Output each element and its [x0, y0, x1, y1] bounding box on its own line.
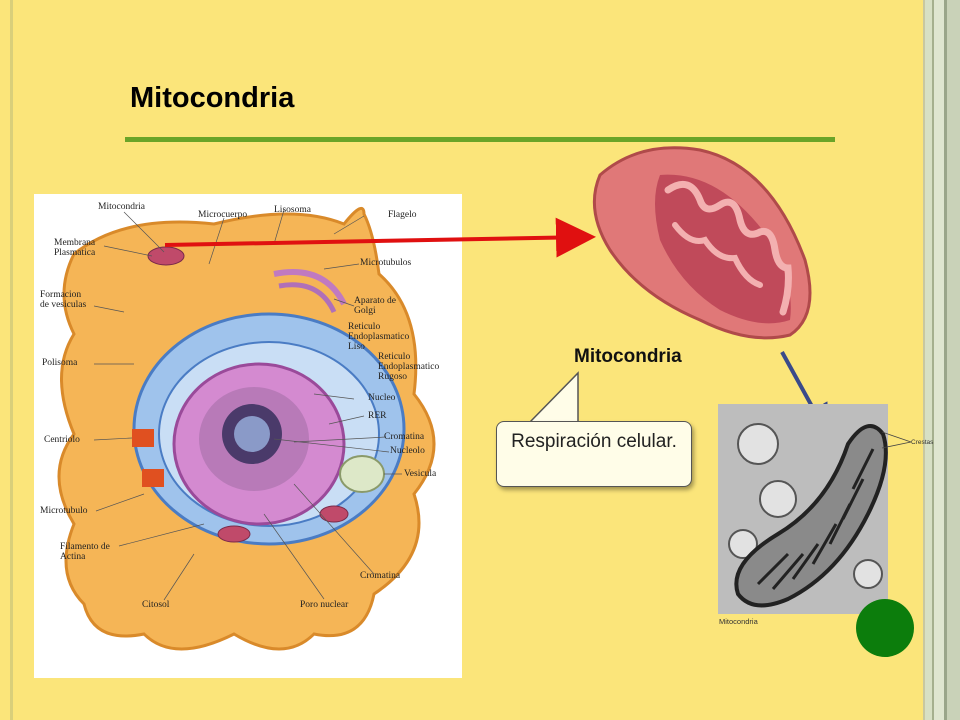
- label-mitocondria: Mitocondria: [98, 202, 145, 212]
- label-microtubulos: Microtubulos: [360, 258, 412, 268]
- label-microcuerpo: Microcuerpo: [198, 210, 248, 220]
- cell-diagram: Mitocondria Microcuerpo Lisosoma Flagelo…: [34, 194, 462, 678]
- micrograph-illustration: [718, 404, 888, 614]
- label-rer-long: Reticulo Endoplasmatico Rugoso: [378, 352, 440, 382]
- label-cromatina-2: Cromatina: [360, 571, 401, 581]
- label-polisoma: Polisoma: [42, 358, 78, 368]
- mitochondrion-3d-illustration: [592, 146, 812, 340]
- slide-title: Mitocondria: [130, 82, 295, 114]
- mitochondria-caption: Mitocondria: [574, 346, 682, 367]
- label-lisosoma: Lisosoma: [274, 205, 311, 215]
- slide-right-border: [920, 0, 960, 720]
- label-poro-nuclear: Poro nuclear: [300, 600, 349, 610]
- micrograph-caption: Mitocondria: [719, 617, 758, 626]
- label-cromatina-1: Cromatina: [384, 432, 425, 442]
- pointer-arrow-red: [164, 217, 596, 258]
- label-nucleo: Nucleo: [368, 393, 396, 403]
- label-rel: Reticulo Endoplasmatico Liso: [348, 322, 410, 352]
- label-rer: RER: [368, 411, 387, 421]
- label-crestas: Crestas: [911, 439, 934, 446]
- label-microtubulo: Microtubulo: [40, 506, 88, 516]
- label-nucleolo: Nucleolo: [390, 446, 425, 456]
- callout-respiration: Respiración celular.: [496, 421, 692, 487]
- green-circle-decoration: [856, 599, 914, 657]
- slide-left-border: [10, 0, 13, 720]
- label-flagelo: Flagelo: [388, 210, 417, 220]
- label-membrana: Membrana Plasmatica: [54, 238, 96, 258]
- electron-micrograph: [718, 404, 888, 614]
- label-filamento: Filamento de Actina: [60, 542, 110, 562]
- label-formacion: Formacion de vesiculas: [40, 290, 87, 310]
- cell-illustration: [57, 206, 436, 651]
- label-vesicula: Vesicula: [404, 469, 437, 479]
- label-golgi: Aparato de Golgi: [354, 296, 396, 316]
- label-centriolo: Centriolo: [44, 435, 80, 445]
- label-citosol: Citosol: [142, 600, 170, 610]
- title-underline: [125, 137, 835, 142]
